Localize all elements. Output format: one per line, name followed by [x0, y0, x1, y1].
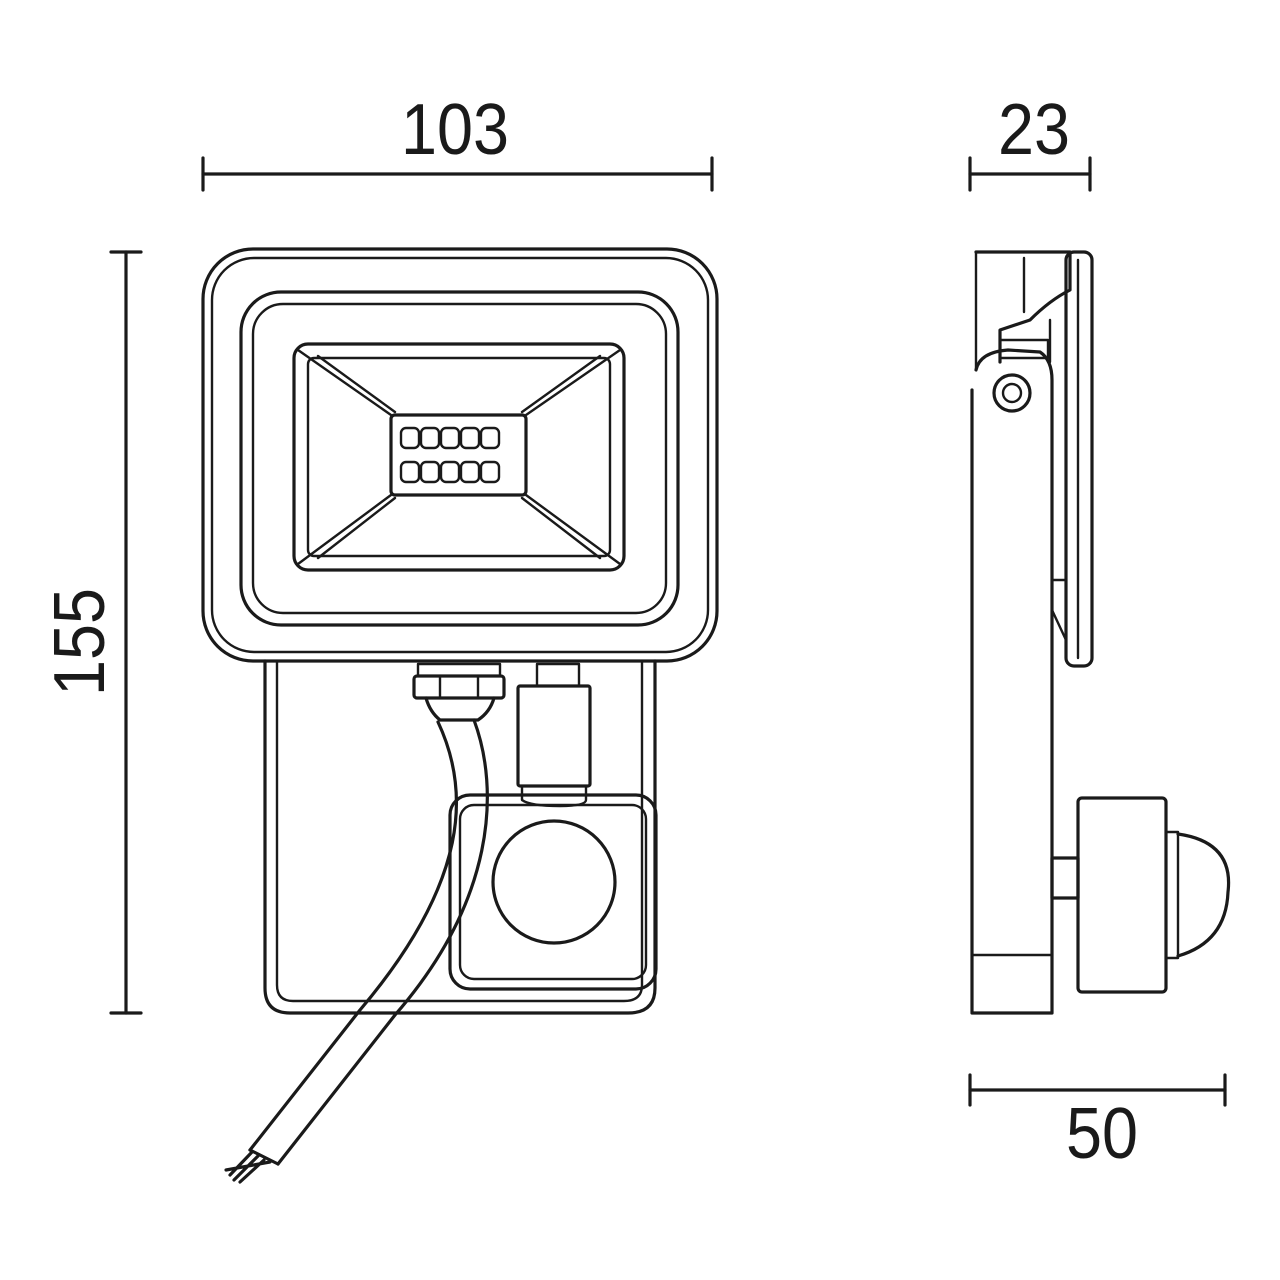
led-chip [459, 426, 481, 450]
wire-strands [224, 1150, 272, 1184]
pir-sensor-front [448, 793, 658, 991]
side-front-plate [1064, 250, 1094, 668]
side-rear-housing [974, 250, 1072, 364]
power-cable [224, 718, 489, 1184]
dimension-depth-with-sensor: 50 [968, 1073, 1227, 1174]
dimension-depth-label: 23 [998, 90, 1070, 170]
led-chip [439, 460, 461, 484]
led-chip [439, 426, 461, 450]
led-chip [399, 426, 421, 450]
reflector [292, 342, 626, 572]
led-chips [399, 426, 501, 484]
pivot-bolt [992, 373, 1032, 413]
housing-outer-frame [201, 247, 719, 663]
pir-sensor-side [1050, 796, 1231, 994]
cable-gland [412, 662, 506, 722]
side-view [970, 250, 1231, 1015]
front-view [201, 247, 719, 1184]
dimension-depth-with-sensor-label: 50 [1066, 1094, 1138, 1174]
pir-lens [491, 819, 617, 945]
dimension-width-label: 103 [401, 90, 509, 170]
led-chip [399, 460, 421, 484]
led-chip [479, 460, 501, 484]
led-board [389, 413, 528, 497]
side-bracket-arm [970, 348, 1054, 1015]
led-chip [479, 426, 501, 450]
housing-inner-bezel [239, 290, 680, 627]
dimension-height: 155 [40, 250, 143, 1015]
dimension-width: 103 [201, 90, 714, 192]
led-chip [419, 460, 441, 484]
led-chip [459, 460, 481, 484]
dimension-height-label: 155 [40, 588, 120, 696]
led-chip [419, 426, 441, 450]
mounting-bracket [263, 659, 657, 1015]
pir-dome [1176, 832, 1231, 958]
dimension-depth: 23 [968, 90, 1092, 192]
junction-box [516, 662, 592, 808]
